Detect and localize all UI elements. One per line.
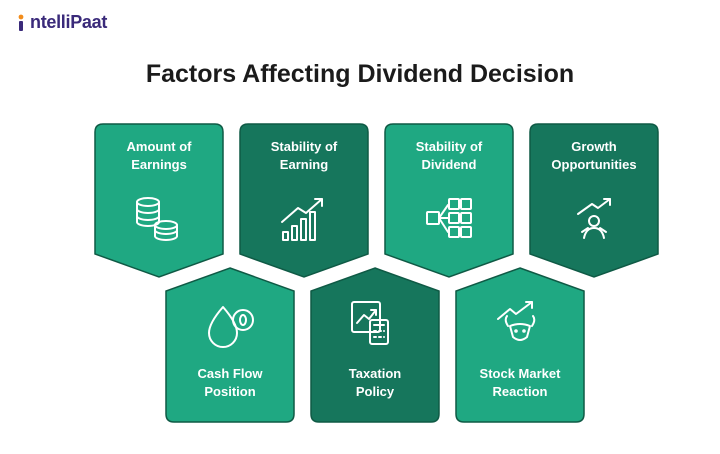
factor-label-line1: Growth (571, 139, 617, 154)
bull-market-icon (497, 301, 536, 341)
coins-icon (136, 197, 178, 241)
factor-card-cash-flow-position: Cash Flow Position (165, 267, 295, 423)
factor-card-stability-of-dividend: Stability of Dividend (384, 123, 514, 278)
factor-label-line2: Earnings (131, 157, 187, 172)
factor-label-line1: Amount of (127, 139, 193, 154)
factor-label-line1: Taxation (349, 366, 402, 381)
factor-label-line1: Stability of (271, 139, 338, 154)
person-growth-icon (577, 198, 611, 239)
factor-label-line1: Cash Flow (197, 366, 263, 381)
factor-label-line2: Opportunities (551, 157, 636, 172)
factor-label-line2: Position (204, 384, 255, 399)
cash-drop-icon (208, 306, 254, 348)
factor-label-line2: Policy (356, 384, 395, 399)
factor-card-amount-of-earnings: Amount of Earnings (94, 123, 224, 278)
intellipaat-logo: ntelliPaat (14, 12, 107, 33)
factor-label-line1: Stock Market (480, 366, 562, 381)
factor-card-growth-opportunities: Growth Opportunities (529, 123, 659, 278)
network-icon (426, 198, 472, 238)
factor-card-taxation-policy: Taxation Policy (310, 267, 440, 423)
factor-label-line1: Stability of (416, 139, 483, 154)
tax-calculator-icon (351, 301, 389, 345)
factor-label-line2: Earning (280, 157, 328, 172)
factor-label-line2: Reaction (493, 384, 548, 399)
logo-mark-icon (18, 14, 24, 31)
factor-card-stock-market-reaction: Stock Market Reaction (455, 267, 585, 423)
growth-chart-icon (281, 198, 323, 241)
page-title: Factors Affecting Dividend Decision (145, 60, 575, 88)
factor-card-stability-of-earning: Stability of Earning (239, 123, 369, 278)
logo-text: ntelliPaat (30, 12, 108, 32)
factor-label-line2: Dividend (422, 157, 477, 172)
